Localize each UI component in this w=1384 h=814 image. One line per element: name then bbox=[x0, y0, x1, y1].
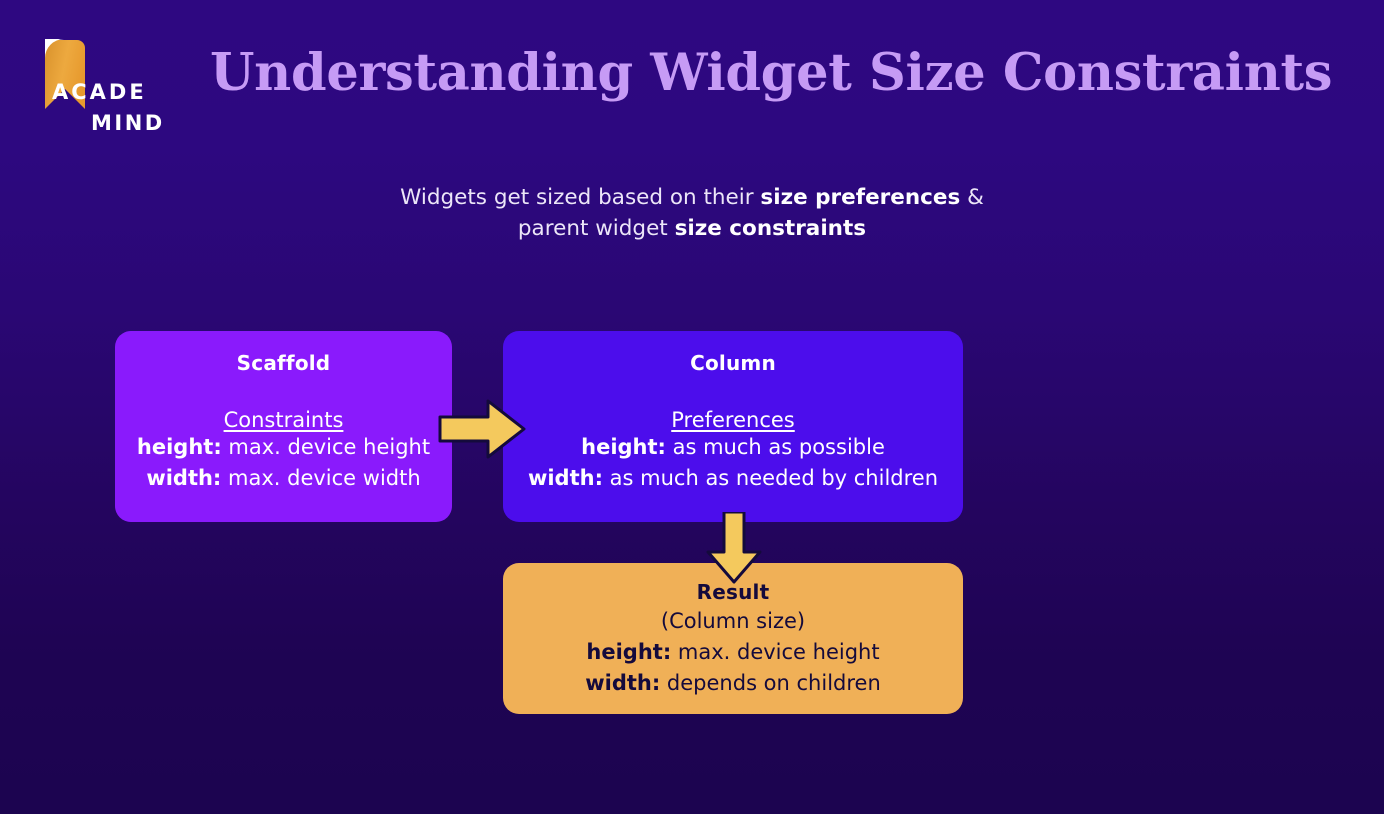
result-row-height: height: max. device height bbox=[503, 637, 963, 668]
column-row-width-label: width: bbox=[527, 466, 603, 490]
scaffold-row-width: width: max. device width bbox=[115, 463, 452, 494]
result-row-height-label: height: bbox=[586, 640, 672, 664]
scaffold-row-height-label: height: bbox=[136, 435, 222, 459]
scaffold-row-height: height: max. device height bbox=[115, 432, 452, 463]
result-row-width: width: depends on children bbox=[503, 668, 963, 699]
column-row-width: width: as much as needed by children bbox=[503, 463, 963, 494]
page-subtitle: Widgets get sized based on their size pr… bbox=[392, 182, 992, 244]
academind-ribbon-logo-icon bbox=[45, 39, 85, 109]
subtitle-part-1: Widgets get sized based on their bbox=[400, 185, 761, 210]
column-row-width-value: as much as needed by children bbox=[602, 466, 939, 490]
column-row-height-label: height: bbox=[581, 435, 666, 459]
column-box-title: Column bbox=[690, 351, 776, 375]
logo-text-acade: ACADE bbox=[52, 80, 147, 104]
column-box-section-label: Preferences bbox=[671, 408, 795, 432]
result-box-section-label: (Column size) bbox=[660, 609, 806, 633]
subtitle-part-2: & parent widget bbox=[517, 185, 984, 241]
result-row-width-value: depends on children bbox=[660, 671, 881, 695]
scaffold-row-height-value: max. device height bbox=[221, 435, 431, 459]
diagram-box-column: Column Preferences height: as much as po… bbox=[503, 331, 963, 522]
subtitle-bold-size-constraints: size constraints bbox=[674, 216, 867, 241]
subtitle-bold-size-preferences: size preferences bbox=[760, 185, 961, 210]
result-row-width-label: width: bbox=[585, 671, 661, 695]
result-row-height-value: max. device height bbox=[671, 640, 880, 664]
page-title: Understanding Widget Size Constraints bbox=[210, 43, 1333, 103]
column-row-height-value: as much as possible bbox=[665, 435, 885, 459]
column-row-height: height: as much as possible bbox=[503, 432, 963, 463]
brand-logo: ACADE MIND bbox=[28, 32, 188, 137]
diagram-box-scaffold: Scaffold Constraints height: max. device… bbox=[115, 331, 452, 522]
scaffold-row-width-value: max. device width bbox=[221, 466, 421, 490]
logo-text-mind: MIND bbox=[91, 111, 165, 135]
scaffold-row-width-label: width: bbox=[146, 466, 222, 490]
arrow-right-icon bbox=[438, 399, 526, 459]
arrow-down-icon bbox=[706, 512, 762, 584]
scaffold-box-title: Scaffold bbox=[236, 351, 331, 375]
result-box-title: Result bbox=[696, 580, 770, 604]
diagram-box-result: Result (Column size) height: max. device… bbox=[503, 563, 963, 714]
scaffold-box-section-label: Constraints bbox=[223, 408, 344, 432]
